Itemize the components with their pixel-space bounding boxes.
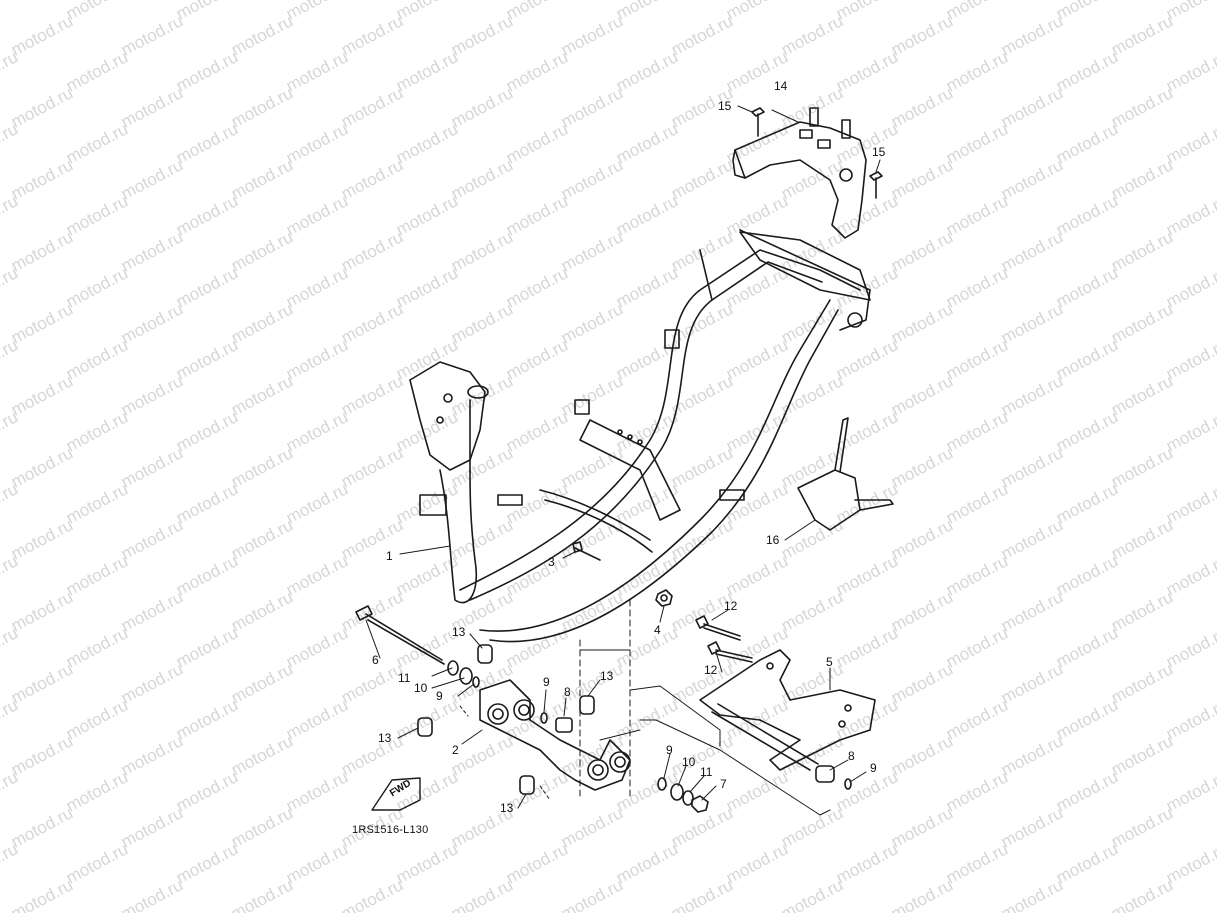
callout-8-right: 8 — [848, 749, 855, 763]
head-pipe — [409, 361, 489, 604]
callout-14: 14 — [774, 79, 788, 93]
rear-flap-part-16 — [797, 417, 894, 531]
bolt-12-lower — [707, 641, 753, 663]
callout-13-center: 13 — [600, 669, 614, 683]
callout-6: 6 — [372, 653, 379, 667]
callout-11-left: 11 — [398, 671, 411, 685]
callout-9-left: 9 — [436, 689, 443, 703]
bushing-13-d — [519, 775, 535, 795]
callout-13-left: 13 — [378, 731, 392, 745]
callout-15-left: 15 — [718, 99, 732, 113]
bolt-12-upper — [695, 615, 741, 641]
callout-5: 5 — [826, 655, 833, 669]
callout-10-left: 10 — [414, 681, 428, 695]
callout-16: 16 — [766, 533, 780, 547]
bolt-15-right — [869, 171, 883, 199]
bushing-13-a — [477, 644, 493, 664]
callout-4: 4 — [654, 623, 661, 637]
rear-bracket-part-14 — [732, 107, 867, 239]
washers-right — [657, 777, 709, 813]
engine-bracket-part-2 — [479, 679, 631, 791]
fwd-arrow — [371, 777, 421, 811]
callout-3: 3 — [548, 555, 555, 569]
callout-13-bottom: 13 — [500, 801, 514, 815]
bolt-3 — [572, 541, 601, 561]
link-part-5 — [699, 649, 876, 771]
long-bolt-6 — [355, 605, 445, 665]
bushing-13-b — [417, 717, 433, 737]
callout-7: 7 — [720, 777, 727, 791]
main-frame-part-1 — [459, 229, 871, 643]
diagram-code: 1RS1516-L130 — [352, 824, 429, 836]
collar-8-right — [815, 765, 852, 790]
callout-9-center: 9 — [543, 675, 550, 689]
callout-10-right: 10 — [682, 755, 696, 769]
nut-4 — [655, 589, 673, 607]
callout-8-center: 8 — [564, 685, 571, 699]
callout-15-right: 15 — [872, 145, 886, 159]
callout-9-mid: 9 — [666, 743, 673, 757]
washers-left — [447, 660, 480, 688]
bolt-15-left — [751, 107, 765, 137]
callout-12-upper: 12 — [724, 599, 738, 613]
callout-12-lower: 12 — [704, 663, 718, 677]
callout-13-top: 13 — [452, 625, 466, 639]
bushing-13-c — [579, 695, 595, 715]
collar-8-center — [540, 712, 573, 733]
callout-11-right: 11 — [700, 765, 713, 779]
callout-1: 1 — [386, 549, 393, 563]
leader-lines — [365, 105, 881, 816]
callout-2: 2 — [452, 743, 459, 757]
callout-9-right: 9 — [870, 761, 877, 775]
